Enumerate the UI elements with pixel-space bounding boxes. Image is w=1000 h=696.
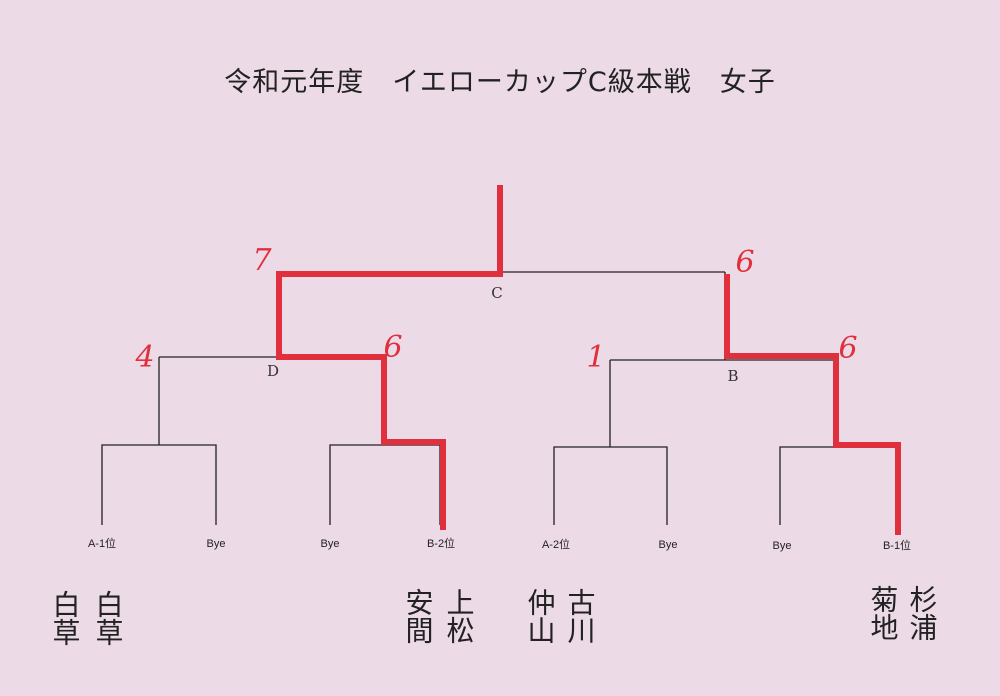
slot-label: Bye — [773, 540, 792, 552]
winner-path-right — [724, 274, 901, 535]
team-b2: 安間 上松 — [402, 588, 476, 644]
team-a2: 仲山 古川 — [524, 588, 597, 644]
slot-label: B-1位 — [883, 538, 911, 552]
team-b1: 菊地 杉浦 — [867, 585, 939, 641]
team-a1: 白草 白草 — [49, 590, 125, 646]
score-semi-right-right: 6 — [838, 331, 857, 366]
score-final-right: 6 — [735, 245, 754, 280]
slot-label: A-2位 — [542, 537, 570, 551]
player-name: 白草 — [92, 590, 125, 646]
player-name: 安間 — [402, 588, 435, 644]
node-label-c: C — [491, 284, 502, 302]
match-1-lines — [101, 357, 217, 525]
player-name: 白草 — [49, 590, 82, 646]
winner-path-left — [276, 185, 503, 530]
player-name: 仲山 — [524, 588, 557, 644]
semi-left-lines — [159, 272, 385, 358]
score-semi-left-left: 4 — [134, 340, 154, 375]
player-name: 古川 — [564, 588, 597, 644]
slot-label: Bye — [207, 538, 226, 550]
node-label-d: D — [267, 362, 279, 380]
winner-path — [276, 185, 901, 535]
score-semi-left-right: 6 — [383, 330, 402, 365]
semi-right-lines — [610, 272, 837, 361]
score-semi-right-left: 1 — [586, 340, 605, 375]
node-label-b: B — [727, 367, 738, 385]
player-name: 上松 — [443, 588, 476, 644]
slot-label: Bye — [321, 538, 340, 550]
slot-label: A-1位 — [88, 536, 116, 550]
player-name: 杉浦 — [906, 585, 939, 641]
slot-label: B-2位 — [427, 536, 455, 550]
slot-label: Bye — [659, 539, 678, 551]
bracket-title: 令和元年度 イエローカップC級本戦 女子 — [224, 67, 776, 98]
score-final-left: 7 — [252, 243, 272, 278]
match-3-lines — [553, 360, 668, 525]
player-name: 菊地 — [867, 585, 900, 641]
